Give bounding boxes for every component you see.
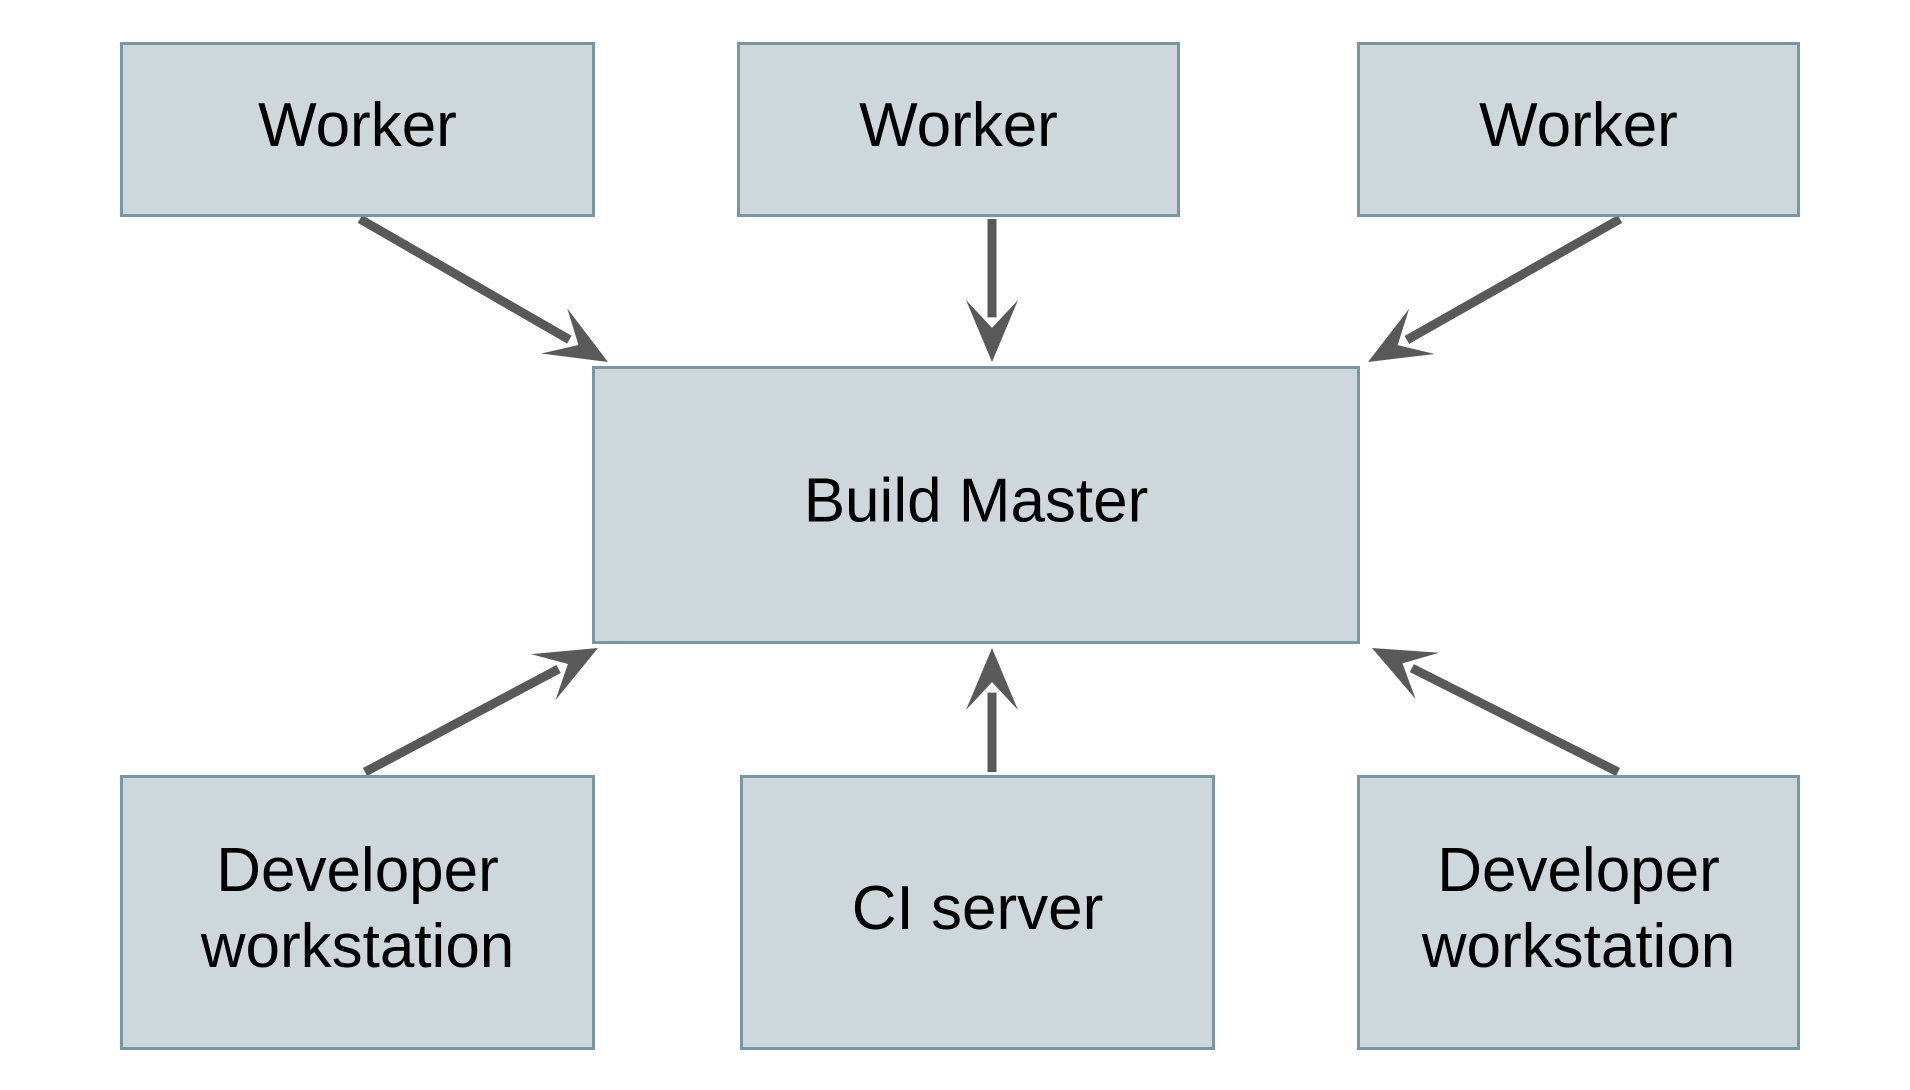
edge-dev-right-to-build-master (1372, 648, 1621, 777)
edge-line (1404, 215, 1623, 344)
edge-dev-left-to-build-master (362, 648, 598, 776)
node-label: CI server (852, 874, 1103, 943)
node-box[interactable] (1357, 42, 1800, 217)
node-box[interactable] (592, 366, 1360, 644)
edge-worker-right-to-build-master (1368, 215, 1623, 362)
node-label: workstation (1421, 912, 1736, 981)
node-label: Worker (859, 91, 1058, 160)
node-label: Worker (258, 91, 457, 160)
edge-worker-left-to-build-master (357, 215, 608, 362)
node-box[interactable] (1357, 775, 1800, 1050)
node-box[interactable] (737, 42, 1180, 217)
edges-layer (357, 215, 1623, 777)
edge-line (357, 215, 572, 344)
edge-ci-server-to-build-master (966, 648, 1018, 772)
node-worker-center[interactable]: Worker (737, 42, 1180, 217)
edge-line (362, 664, 561, 776)
arrow-head-icon (1372, 648, 1440, 700)
arrow-head-icon (966, 300, 1018, 362)
node-box[interactable] (740, 775, 1215, 1050)
node-worker-right[interactable]: Worker (1357, 42, 1800, 217)
node-box[interactable] (120, 42, 595, 217)
arrow-head-icon (531, 648, 598, 701)
edge-worker-center-to-build-master (966, 219, 1018, 362)
node-label: Worker (1479, 91, 1678, 160)
node-box[interactable] (120, 775, 595, 1050)
arrow-head-icon (1368, 308, 1435, 362)
arrow-head-icon (541, 308, 608, 362)
node-label: Developer (1437, 836, 1720, 905)
node-label: workstation (200, 912, 515, 981)
node-build-master[interactable]: Build Master (592, 366, 1360, 644)
node-developer-workstation-left[interactable]: Developer workstation (120, 775, 595, 1050)
node-developer-workstation-right[interactable]: Developer workstation (1357, 775, 1800, 1050)
arrow-head-icon (966, 648, 1018, 710)
edge-line (1409, 664, 1621, 777)
node-worker-left[interactable]: Worker (120, 42, 595, 217)
node-label: Developer (216, 836, 499, 905)
node-label: Build Master (804, 466, 1149, 535)
node-ci-server[interactable]: CI server (740, 775, 1215, 1050)
